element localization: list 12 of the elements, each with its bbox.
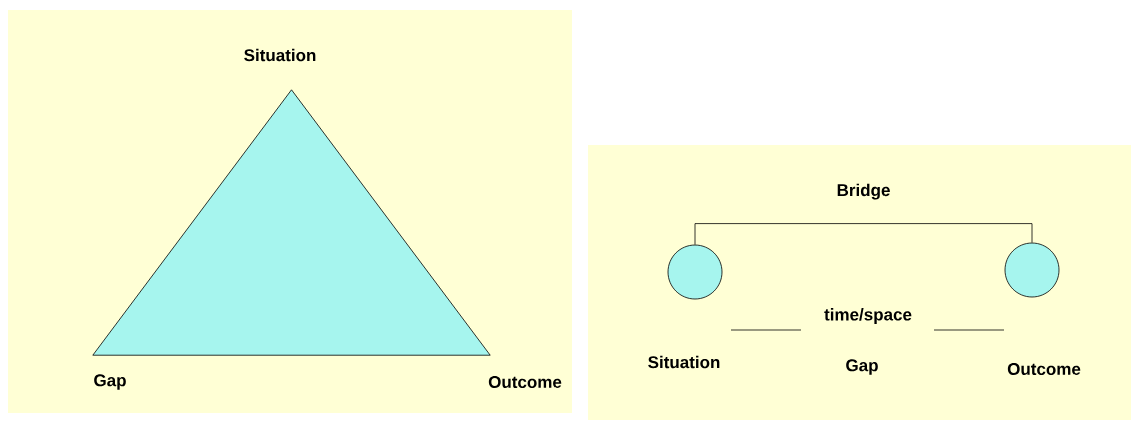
circle: [1004, 242, 1060, 298]
vertex-label: Outcome: [488, 376, 562, 389]
label: Gap: [846, 359, 878, 375]
vertex-label: Situation: [244, 48, 316, 62]
vertex-label: Outcome: [1007, 363, 1081, 376]
circle: [667, 244, 723, 300]
label: time/space: [824, 308, 912, 324]
triangle: [92, 89, 491, 356]
vertex-label: Situation: [648, 355, 720, 369]
vertex-label: Gap: [94, 374, 126, 390]
edge-label: Bridge: [837, 183, 890, 200]
bridge-line: [694, 223, 1033, 245]
